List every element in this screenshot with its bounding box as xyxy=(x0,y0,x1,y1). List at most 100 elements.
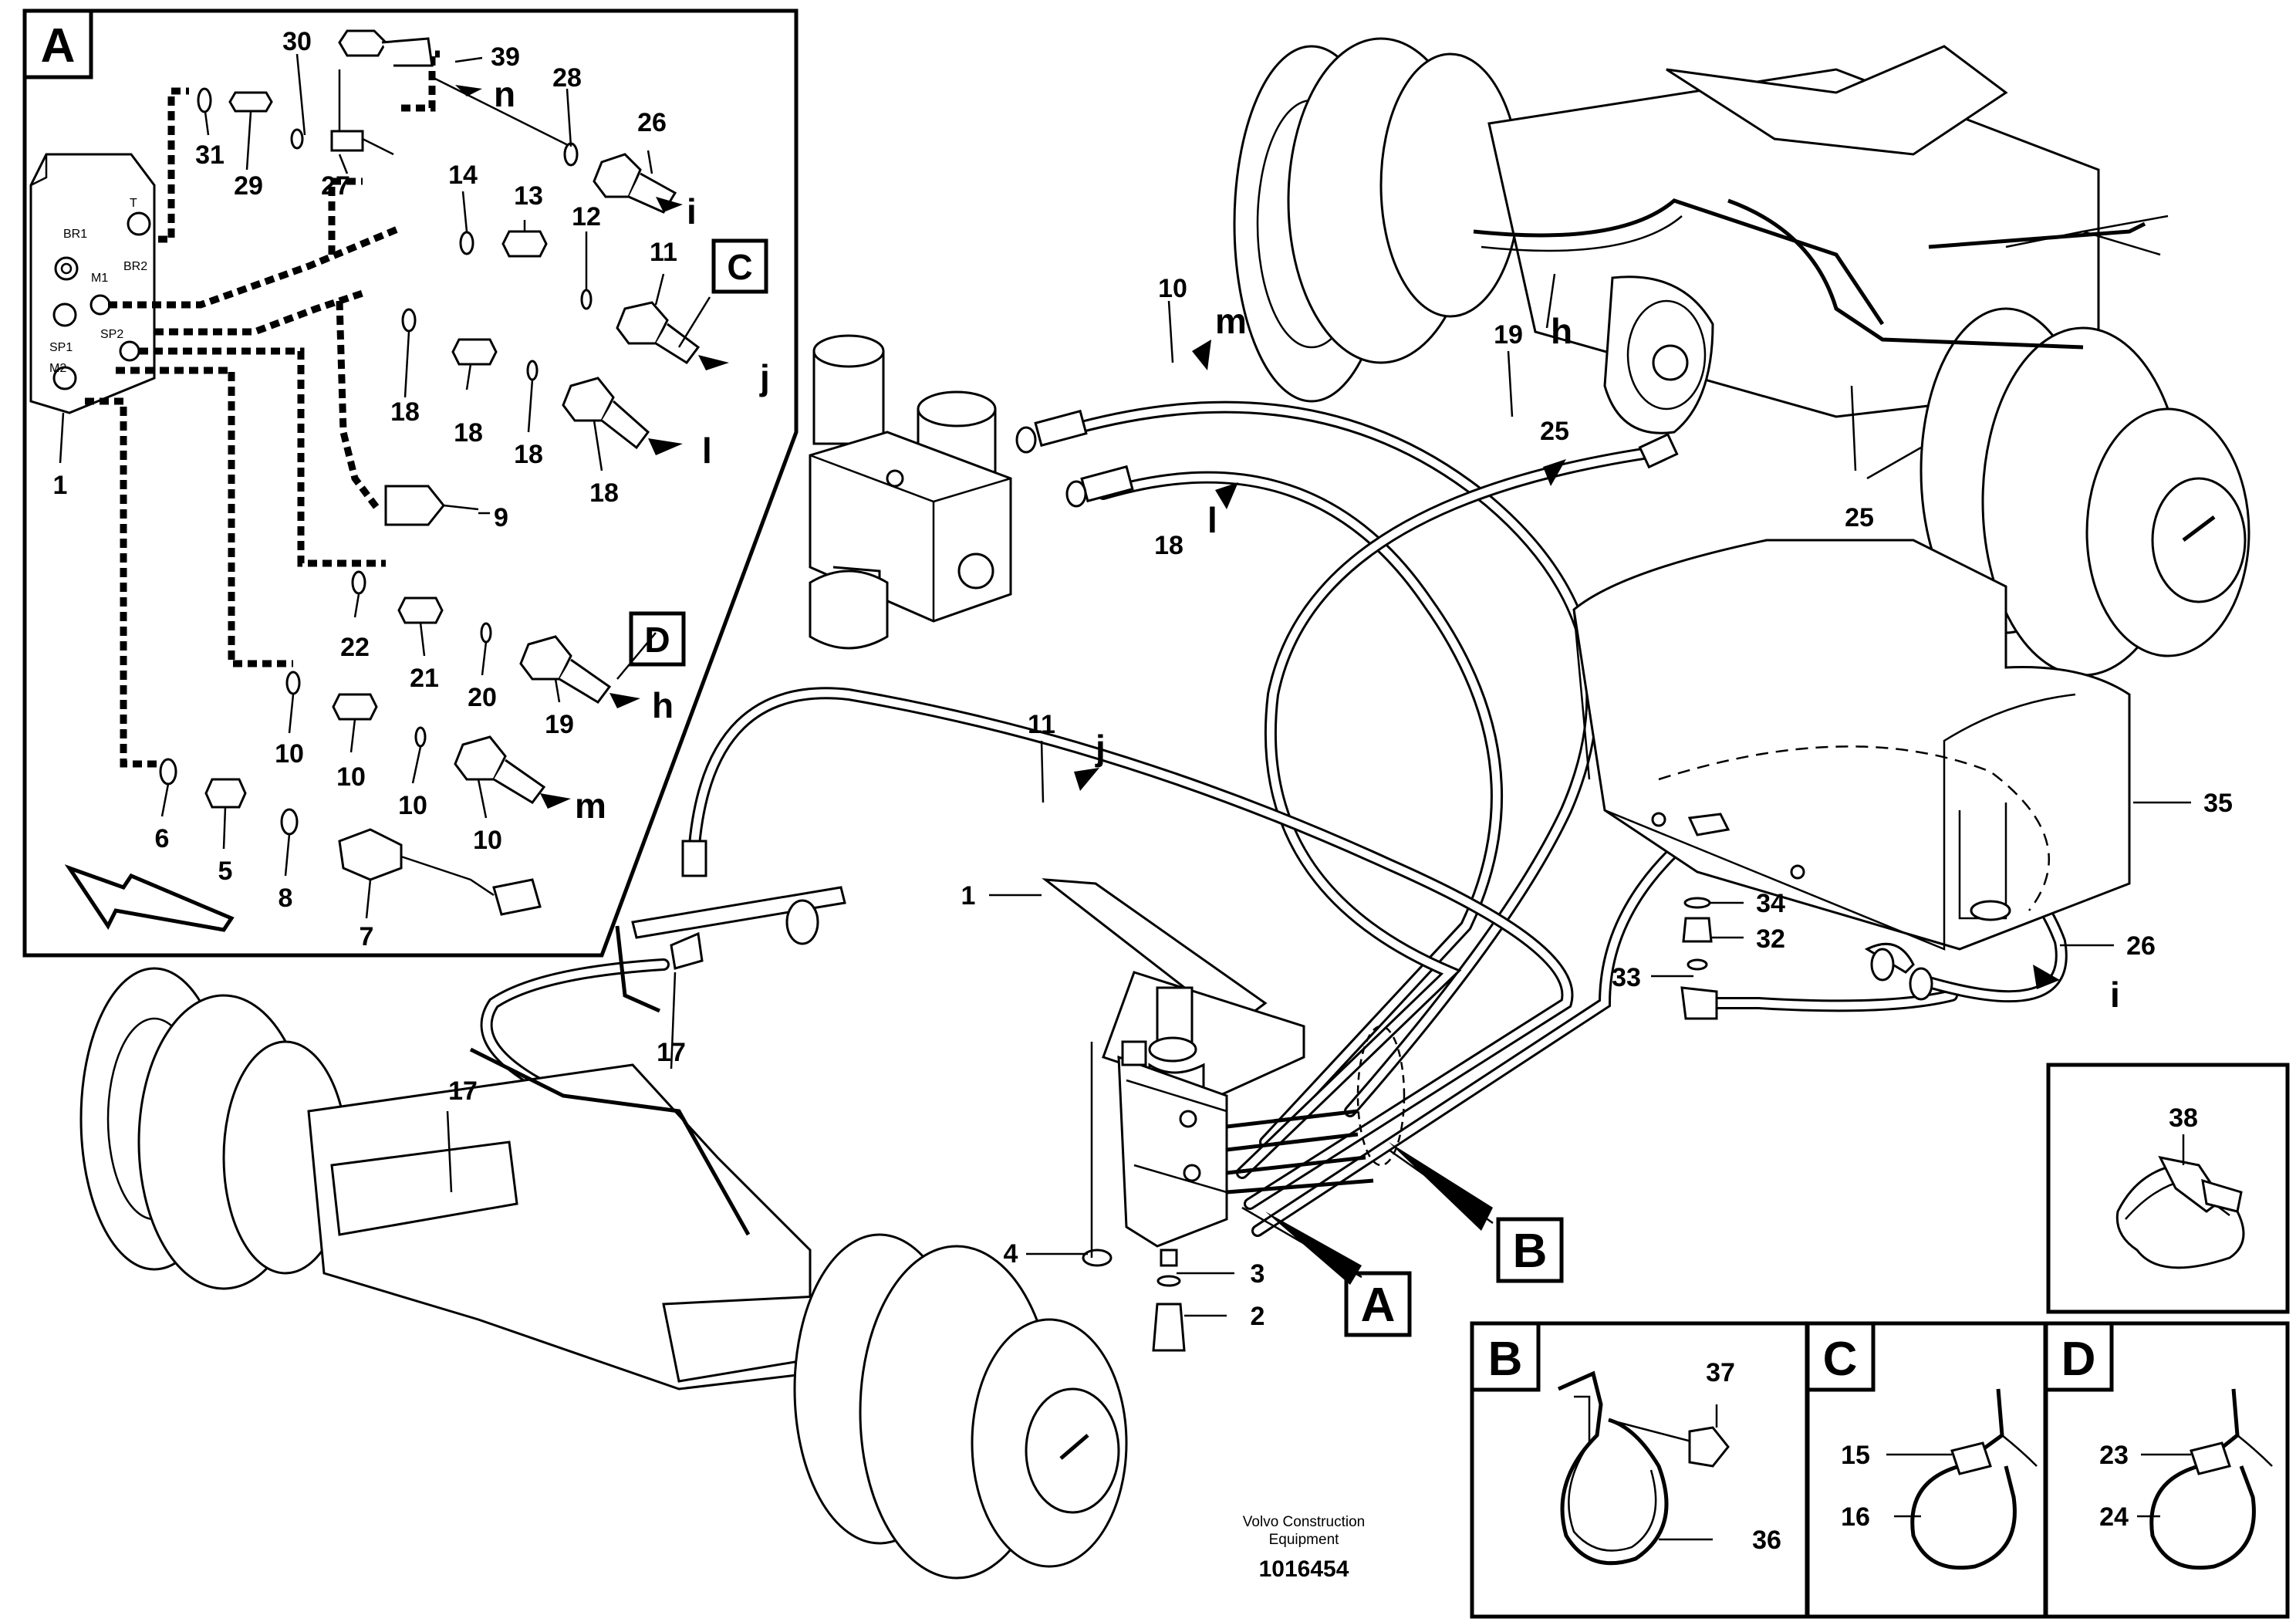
callout-a-21: 21 xyxy=(410,664,439,693)
callout-a-27: 27 xyxy=(321,171,350,201)
callout-c-16: 16 xyxy=(1841,1502,1870,1532)
callout-a-30: 30 xyxy=(282,27,312,56)
callout-17-a: 17 xyxy=(657,1038,686,1067)
callout-b-36: 36 xyxy=(1752,1526,1781,1555)
maker-line-1: Volvo Construction xyxy=(1243,1514,1365,1530)
callout-3: 3 xyxy=(1251,1259,1265,1289)
callout-a-5: 5 xyxy=(218,857,233,886)
callout-a-1: 1 xyxy=(53,471,68,500)
flow-arrow-icon xyxy=(64,864,235,932)
letter-h: h xyxy=(1551,311,1572,351)
callout-a-22: 22 xyxy=(340,633,370,662)
arrowheads-detail-a xyxy=(455,85,729,809)
pin-t: T xyxy=(130,197,137,210)
detail-a-title: A xyxy=(41,19,76,73)
letter-l: l xyxy=(1207,500,1217,540)
callout-a-10-2: 10 xyxy=(336,762,366,792)
letter-a-h: h xyxy=(652,685,674,725)
arrowheads-main xyxy=(1074,340,2060,1285)
detail-ref-c: C xyxy=(727,247,752,287)
callout-18: 18 xyxy=(1154,531,1183,560)
detail-b-title: B xyxy=(1488,1333,1523,1386)
callout-11: 11 xyxy=(1028,710,1055,739)
hydraulic-tank xyxy=(1572,539,2131,1020)
callout-a-20: 20 xyxy=(468,683,497,712)
svg-text:A: A xyxy=(1361,1279,1396,1332)
callout-a-9: 9 xyxy=(494,503,508,532)
letter-a-j: j xyxy=(759,357,770,397)
callout-a-11: 11 xyxy=(650,238,677,267)
letter-a-m: m xyxy=(575,786,606,826)
brake-pedal-assembly xyxy=(1042,878,1406,1352)
callout-1: 1 xyxy=(961,881,976,911)
brake-valve-block: BR1 T M1 BR2 SP1 SP2 M2 xyxy=(29,153,156,414)
callout-35: 35 xyxy=(2203,789,2233,818)
callout-a-29: 29 xyxy=(234,171,263,201)
callout-2: 2 xyxy=(1251,1302,1265,1331)
callout-26: 26 xyxy=(2126,931,2156,961)
callout-a-31: 31 xyxy=(195,140,225,170)
ref-box-a: A xyxy=(1344,1271,1412,1337)
svg-text:B: B xyxy=(1513,1225,1548,1278)
pin-sp1: SP1 xyxy=(49,341,73,354)
letter-a-l: l xyxy=(702,431,712,471)
callout-a-18-1: 18 xyxy=(390,397,420,427)
detail-b-inset: B 37 36 xyxy=(1470,1321,1810,1619)
detail-a-inset: A BR1 T M1 BR2 SP1 SP2 M2 xyxy=(22,8,799,958)
callout-a-39: 39 xyxy=(491,42,520,72)
callout-a-13: 13 xyxy=(514,181,543,211)
pin-m1: M1 xyxy=(91,272,108,285)
document-number: 1016454 xyxy=(1259,1556,1349,1582)
letter-m: m xyxy=(1215,301,1247,341)
front-axle xyxy=(79,886,1128,1580)
callout-17-b: 17 xyxy=(448,1076,478,1106)
callout-d-24: 24 xyxy=(2099,1502,2129,1532)
callout-34: 34 xyxy=(1756,889,1785,918)
callout-4: 4 xyxy=(1004,1239,1018,1269)
callout-a-19: 19 xyxy=(545,710,574,739)
callout-a-18-4: 18 xyxy=(589,478,619,508)
hoses xyxy=(480,400,2068,1237)
callout-10: 10 xyxy=(1158,274,1187,303)
callout-a-12: 12 xyxy=(572,202,601,231)
callout-32: 32 xyxy=(1756,924,1785,954)
callout-a-18-3: 18 xyxy=(514,440,543,469)
pin-br2: BR2 xyxy=(123,260,147,273)
callout-a-14: 14 xyxy=(448,161,478,190)
callout-a-7: 7 xyxy=(360,922,374,951)
callout-33: 33 xyxy=(1612,963,1641,992)
detail-38-inset: 38 xyxy=(2046,1063,2290,1314)
callout-a-10-4: 10 xyxy=(473,826,502,855)
callout-a-26: 26 xyxy=(637,108,667,137)
detail-c-title: C xyxy=(1823,1333,1858,1386)
letter-j: j xyxy=(1095,728,1106,768)
detail-d-inset: D 23 24 xyxy=(2043,1321,2290,1619)
detail-d-title: D xyxy=(2061,1333,2096,1386)
pin-sp2: SP2 xyxy=(100,328,123,341)
callout-19: 19 xyxy=(1494,320,1523,350)
callout-c-15: 15 xyxy=(1841,1441,1870,1470)
callout-25-a: 25 xyxy=(1540,417,1569,446)
callout-a-10-3: 10 xyxy=(398,791,427,820)
callout-a-8: 8 xyxy=(279,884,293,913)
pin-m2: M2 xyxy=(49,362,66,375)
detail-ref-d: D xyxy=(644,620,670,660)
callout-a-28: 28 xyxy=(552,63,582,93)
letter-a-n: n xyxy=(494,74,515,114)
letter-a-i: i xyxy=(687,191,697,231)
callout-a-10-1: 10 xyxy=(275,739,304,769)
rear-axle xyxy=(1233,37,2250,677)
accumulator-block xyxy=(809,334,1012,650)
callout-a-6: 6 xyxy=(155,824,170,853)
callout-d-23: 23 xyxy=(2099,1441,2129,1470)
letter-i: i xyxy=(2110,975,2120,1015)
pin-br1: BR1 xyxy=(63,228,87,241)
detail-c-inset: C 15 16 xyxy=(1805,1321,2048,1619)
maker-line-2: Equipment xyxy=(1269,1532,1340,1548)
ref-box-b: B xyxy=(1496,1217,1564,1283)
callout-a-18-2: 18 xyxy=(454,418,483,448)
callout-b-37: 37 xyxy=(1706,1358,1735,1387)
callout-25-b: 25 xyxy=(1845,503,1874,532)
callout-38: 38 xyxy=(2169,1103,2198,1133)
